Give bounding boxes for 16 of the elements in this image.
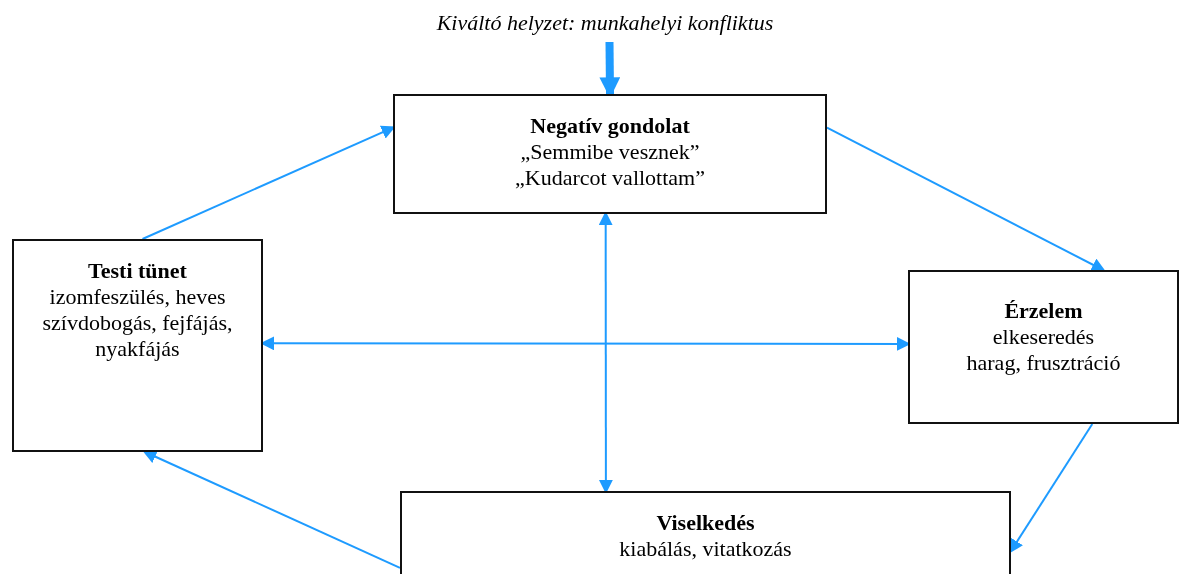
process-box (908, 270, 1179, 424)
box-text: kiabálás, vitatkozás (619, 536, 792, 562)
box-text: „Kudarcot vallottam” (515, 165, 705, 191)
process-box (393, 94, 827, 214)
box-text: izomfeszülés, heves szívdobogás, fejfájás, nyakfájás (41, 284, 234, 362)
box-text: harag, frusztráció (966, 350, 1121, 376)
box-heading: Negatív gondolat (530, 113, 690, 139)
process-box (12, 239, 263, 452)
box-text: „Semmibe vesznek” (520, 139, 700, 165)
box-heading: Érzelem (1004, 298, 1083, 324)
arrow (142, 450, 401, 569)
box-heading: Testi tünet (88, 258, 187, 284)
arrow (826, 126, 1106, 272)
trigger-text: Kiváltó helyzet: munkahelyi konfliktus (436, 10, 774, 37)
box-heading: Viselkedés (656, 510, 755, 536)
box-text: elkeseredés (992, 324, 1095, 350)
